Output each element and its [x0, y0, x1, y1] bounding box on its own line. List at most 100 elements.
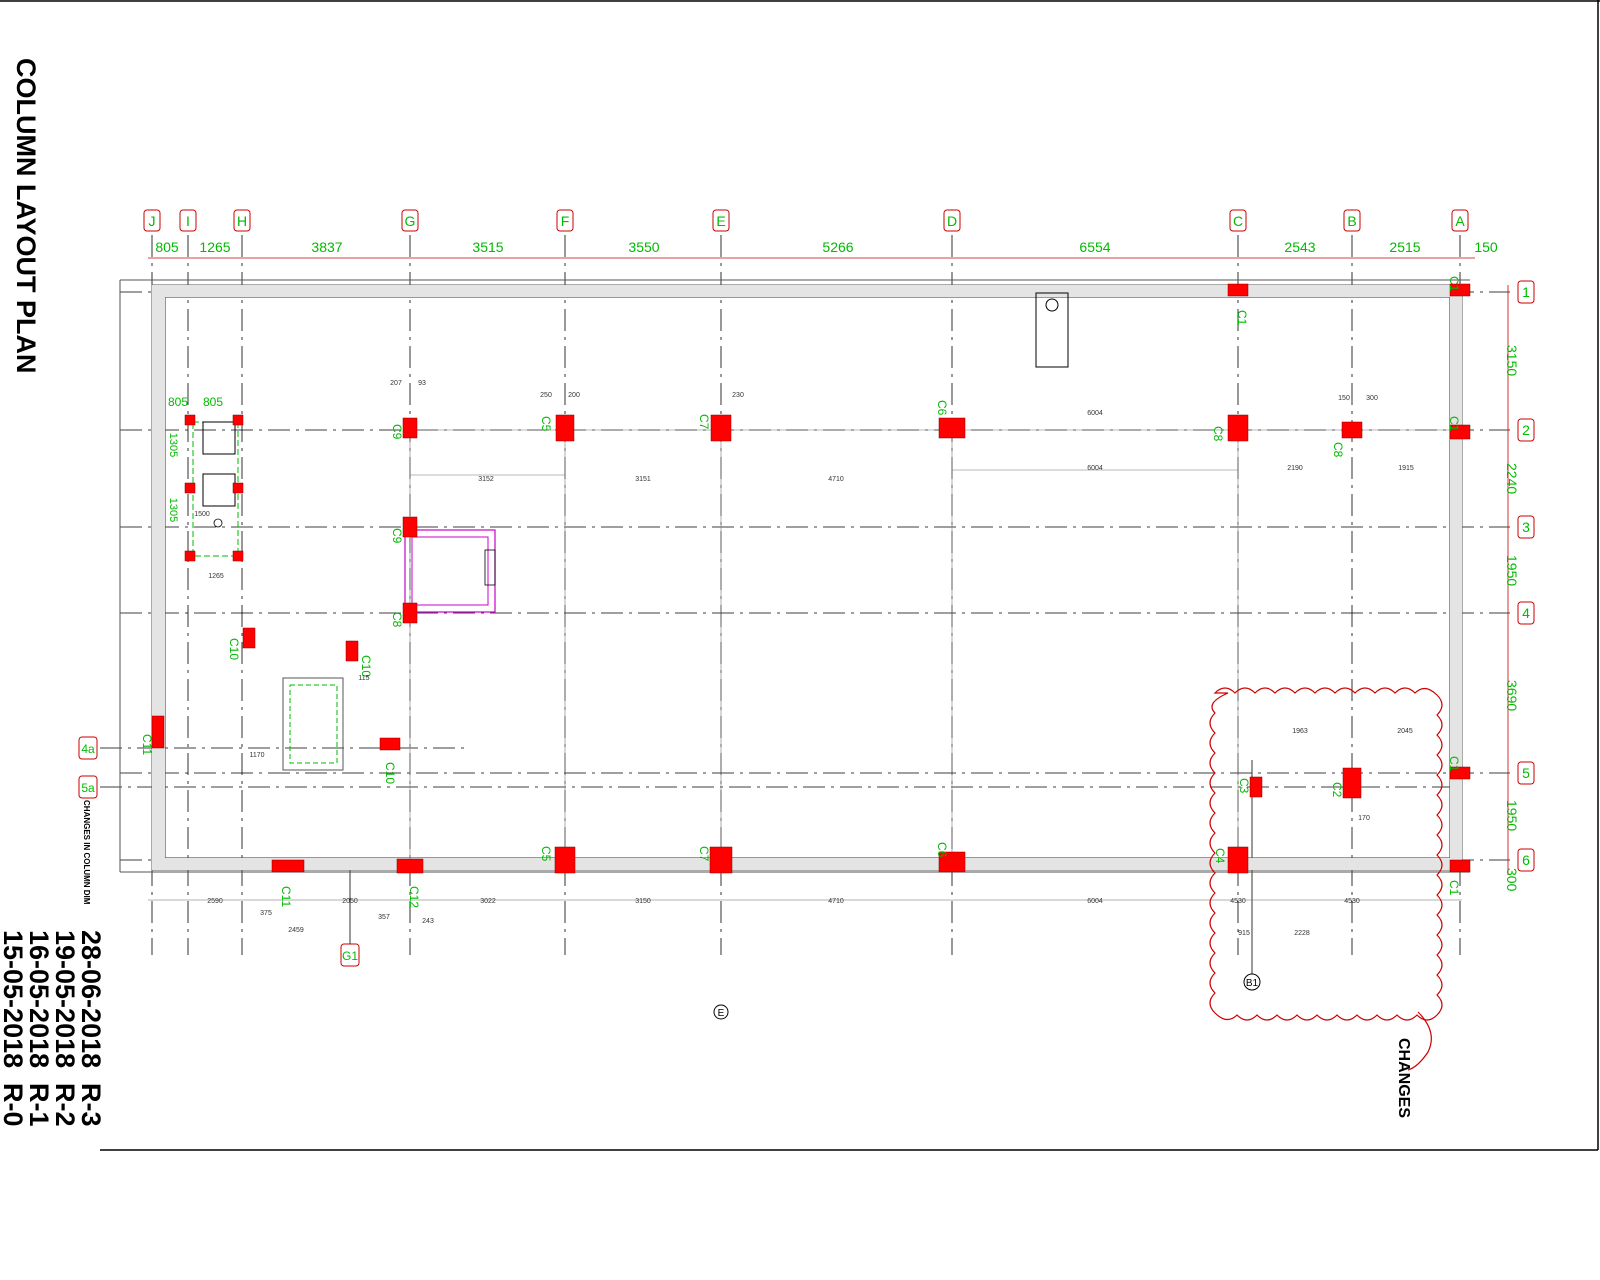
inner-dimension: 357 — [378, 914, 390, 921]
grid-bubble-letter — [1451, 209, 1469, 232]
column-mark — [402, 417, 418, 439]
grid-extra-tag: G1 — [342, 949, 358, 963]
column-tag: C10 — [383, 762, 397, 784]
revision-row-0: 28-06-2018 R-3 — [76, 930, 106, 1127]
pit-box-2 — [202, 473, 236, 507]
column-mark — [1227, 846, 1249, 874]
column-mark — [345, 640, 359, 662]
wall-right-band — [1450, 285, 1462, 870]
inner-dimension: 2590 — [207, 898, 223, 905]
column-tag: C9 — [390, 424, 404, 440]
inner-dimension: 2050 — [342, 898, 358, 905]
inner-dimension: 1305 — [167, 433, 179, 457]
inner-dimension: 1170 — [249, 752, 264, 759]
inner-dimension: 207 — [390, 380, 402, 387]
grid-bubble-number — [1517, 280, 1535, 304]
inner-dimension: 1265 — [208, 573, 224, 580]
grid-extra-tag: 4a — [81, 742, 95, 756]
top-dimension: 5266 — [822, 239, 853, 255]
inner-dimension: 243 — [422, 918, 434, 925]
pit-box-1 — [202, 421, 236, 455]
right-dimension: 3150 — [1504, 345, 1520, 376]
column-mark — [232, 550, 244, 562]
column-tag: C4 — [1213, 848, 1227, 864]
inner-dimension: 805 — [168, 395, 188, 409]
right-dimension: 300 — [1504, 868, 1520, 892]
inner-dimension: 375 — [260, 910, 272, 917]
wall-top-band — [152, 285, 1462, 297]
revision-row-3: 15-05-2018 R-0 — [0, 930, 28, 1127]
grid-letter: C — [1233, 213, 1243, 229]
top-dimension: 3515 — [472, 239, 503, 255]
column-tag: C2 — [1330, 782, 1344, 798]
inner-wall — [164, 296, 1451, 859]
column-mark — [232, 414, 244, 426]
inner-dimension: 3022 — [480, 898, 496, 905]
column-tag: C3 — [1237, 778, 1251, 794]
column-mark — [402, 516, 418, 538]
inner-dimension: 93 — [418, 380, 426, 387]
grid-extra-tag: B1 — [1246, 978, 1259, 989]
column-mark — [151, 715, 165, 749]
wall-left-band — [152, 285, 165, 870]
revision-date: 16-05-2018 — [24, 930, 54, 1069]
grid-bubble-letter — [1229, 209, 1247, 232]
revision-date: 15-05-2018 — [0, 930, 28, 1069]
column-mark — [379, 737, 401, 751]
top-dimension: 6554 — [1079, 239, 1110, 255]
grid-number: 4 — [1522, 605, 1530, 621]
inner-dimension: 2190 — [1287, 465, 1303, 472]
service-marker — [1045, 298, 1059, 312]
walls — [119, 279, 1470, 873]
column-mark — [242, 627, 256, 649]
grid-number: 3 — [1522, 519, 1530, 535]
lift-box — [404, 529, 496, 613]
column-mark — [1227, 414, 1249, 442]
grid-bubble-b1 — [1243, 973, 1261, 991]
column-tag: C11 — [279, 886, 293, 907]
inner-dimension: 1915 — [1398, 465, 1414, 472]
outer-wall — [151, 284, 1463, 871]
column-tag: C10 — [359, 655, 373, 677]
column-tag: C12 — [407, 886, 421, 908]
column-mark — [938, 417, 966, 439]
grid-letter: I — [186, 213, 190, 229]
grid-bubble-letter — [712, 209, 730, 232]
inner-dimension: 150 — [1338, 395, 1350, 402]
column-mark — [1449, 424, 1471, 440]
grid-letter: F — [561, 213, 570, 229]
column-tag: C6 — [935, 842, 949, 858]
grid-bubble-number — [1517, 418, 1535, 442]
grid-letter: B — [1347, 213, 1356, 229]
inner-dimension: 4530 — [1230, 898, 1246, 905]
grid-bubble-letter — [143, 209, 161, 232]
grid-bubble-letter — [233, 209, 251, 232]
column-tag: C7 — [697, 414, 711, 430]
column-mark — [938, 851, 966, 873]
grid-number: 6 — [1522, 852, 1530, 868]
column-mark — [1341, 421, 1363, 439]
column-mark — [232, 482, 244, 494]
column-tag: C1 — [1447, 276, 1461, 292]
inner-dimension: 915 — [1238, 930, 1250, 937]
column-mark — [184, 550, 196, 562]
column-mark — [1449, 766, 1471, 780]
column-mark — [1342, 767, 1362, 799]
top-dimension: 2543 — [1284, 239, 1315, 255]
grid-bubble-letter — [401, 209, 419, 232]
inner-dimension: 200 — [568, 392, 580, 399]
column-mark — [184, 482, 196, 494]
dimension-lines — [148, 257, 1509, 901]
column-tag: C1 — [1447, 880, 1461, 896]
wall-bottom-band — [152, 858, 1462, 870]
inner-dimension: 230 — [732, 392, 744, 399]
grid-number: 5 — [1522, 765, 1530, 781]
grid-letter: J — [149, 213, 156, 229]
grid-bubble-e — [713, 1004, 729, 1020]
column-tag: C8 — [1331, 442, 1345, 458]
grid-bubble-extra — [78, 775, 98, 799]
inner-dimension: 115 — [358, 675, 369, 682]
inner-dimension: 1500 — [194, 511, 210, 518]
grid-bubble-letter — [556, 209, 574, 232]
